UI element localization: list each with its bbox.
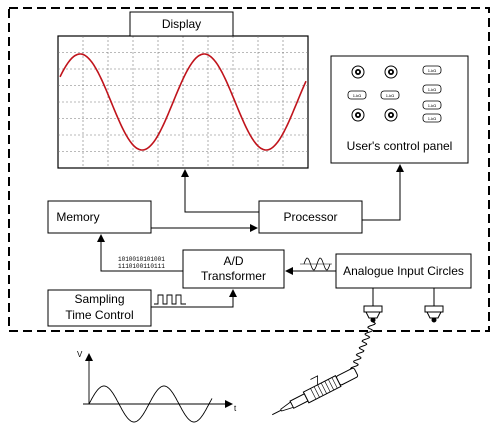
- panel-button: 1-kΩ: [380, 90, 400, 100]
- user-panel-label: User's control panel: [346, 139, 453, 153]
- sampling-pulse-icon: [154, 294, 186, 305]
- ad-label-line2: Transformer: [201, 269, 266, 283]
- panel-knob: [351, 108, 365, 122]
- panel-button-label: 1-kΩ: [386, 93, 395, 98]
- display-title-box: [129, 11, 234, 37]
- panel-knob: [351, 65, 365, 79]
- panel-button-label: 1-kΩ: [428, 116, 437, 121]
- display-sine-wave: [59, 53, 307, 151]
- processor-to-display-arrow: [181, 169, 259, 213]
- analogue-label: Analogue Input Circles: [343, 264, 464, 278]
- panel-knob: [384, 108, 398, 122]
- processor-block: [258, 200, 363, 234]
- memory-label: Memory: [56, 210, 100, 224]
- sampling-label-line2: Time Control: [65, 308, 134, 322]
- processor-label: Processor: [283, 210, 338, 224]
- display-label: Display: [161, 17, 202, 31]
- binary-data-line2: 1110100110111: [118, 263, 165, 270]
- panel-button-label: 1-kΩ: [428, 87, 437, 92]
- memory-block: [47, 200, 152, 234]
- sampling-time-control-block: [47, 289, 152, 327]
- ground-bnc-connector: [424, 305, 444, 323]
- processor-to-panel-arrow: [362, 164, 404, 221]
- panel-button: 1-kΩ: [422, 100, 442, 110]
- panel-button-label: 1-kΩ: [353, 93, 362, 98]
- analogue-input-block: [335, 253, 472, 289]
- panel-button: 1-kΩ: [422, 113, 442, 123]
- sampling-to-ad-arrow: [151, 289, 237, 308]
- input-bnc-connector: [363, 305, 383, 323]
- panel-button: 1-kΩ: [422, 84, 442, 94]
- panel-button-label: 1-kΩ: [428, 68, 437, 73]
- instrument-enclosure: [8, 7, 490, 332]
- analog-waveform-plot: [83, 353, 233, 423]
- ad-to-memory-arrow: [97, 234, 183, 272]
- waveform-x-label: t: [234, 404, 237, 413]
- panel-button: 1-kΩ: [347, 90, 367, 100]
- oscilloscope-probe: [272, 367, 359, 416]
- probe-cable: [350, 321, 376, 371]
- display-screen: [57, 35, 309, 169]
- binary-data-line1: 1010010101001: [118, 256, 165, 263]
- waveform-y-label: V: [77, 350, 83, 359]
- panel-knob: [384, 65, 398, 79]
- panel-button-label: 1-kΩ: [428, 103, 437, 108]
- ad-label-line1: A/D: [223, 254, 244, 268]
- analog-sine-wave: [88, 385, 213, 423]
- panel-button: 1-kΩ: [422, 65, 442, 75]
- ad-transformer-block: [182, 249, 285, 289]
- sampling-label-line1: Sampling: [74, 292, 125, 306]
